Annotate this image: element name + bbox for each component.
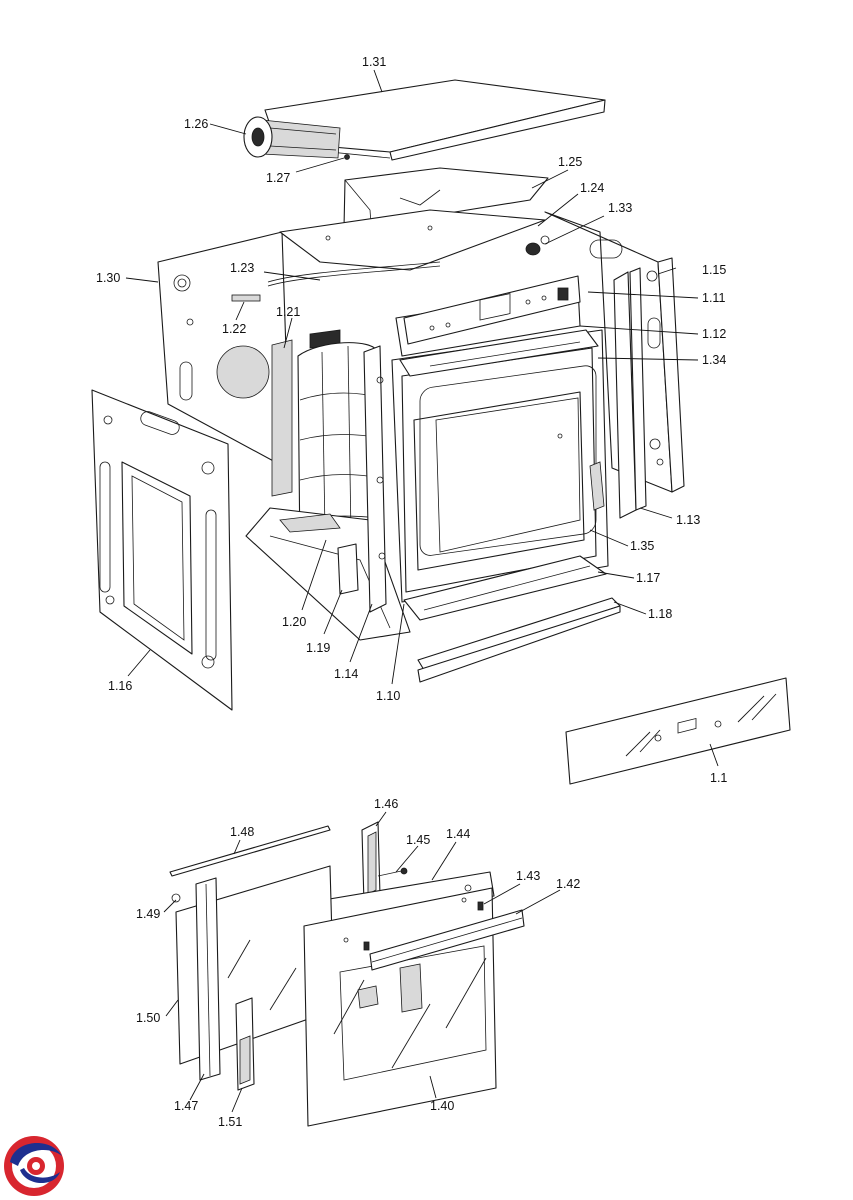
label-1-49: 1.49 (136, 907, 160, 921)
part-1-43-handle-screw (343, 897, 484, 951)
part-1-51-door-hinge (235, 997, 255, 1091)
swirl-logo-icon (4, 1136, 64, 1196)
label-1-13: 1.13 (676, 513, 700, 527)
leader-lines (125, 69, 719, 1113)
label-1-27: 1.27 (266, 171, 290, 185)
label-1-26: 1.26 (184, 117, 208, 131)
part-1-35-door-seal (419, 365, 597, 556)
label-1-30: 1.30 (96, 271, 120, 285)
label-1-42: 1.42 (556, 877, 580, 891)
part-1-48-door-top-trim (169, 825, 331, 877)
part-1-24-inner-top-plate (279, 209, 546, 271)
part-1-14-left-frame-rail (363, 345, 387, 613)
label-1-45: 1.45 (406, 833, 430, 847)
label-1-48: 1.48 (230, 825, 254, 839)
label-1-47: 1.47 (174, 1099, 198, 1113)
part-1-46-hinge (361, 821, 381, 905)
part-1-16-side-cover (91, 389, 233, 711)
label-1-40: 1.40 (430, 1099, 454, 1113)
part-1-17-bottom-panel (403, 555, 607, 621)
label-1-18: 1.18 (648, 607, 672, 621)
label-1-21: 1.21 (276, 305, 300, 319)
part-1-47-door-side-profile (195, 877, 221, 1081)
part-1-40-outer-door-glass (303, 887, 497, 1127)
label-1-12: 1.12 (702, 327, 726, 341)
part-1-19-bracket (337, 543, 359, 595)
part-1-42-door-handle (369, 909, 525, 971)
label-1-20: 1.20 (282, 615, 306, 629)
part-1-18-bottom-rail (417, 597, 621, 683)
part-1-23-gasket (267, 261, 441, 287)
label-1-35: 1.35 (630, 539, 654, 553)
part-1-1-control-glass-panel (565, 677, 791, 785)
label-1-24: 1.24 (580, 181, 604, 195)
label-1-14: 1.14 (334, 667, 358, 681)
label-1-43: 1.43 (516, 869, 540, 883)
label-1-50: 1.50 (136, 1011, 160, 1025)
part-1-34-vent-strip (399, 329, 599, 377)
label-1-15: 1.15 (702, 263, 726, 277)
label-1-22: 1.22 (222, 322, 246, 336)
part-1-45-pin (377, 867, 408, 877)
label-1-33: 1.33 (608, 201, 632, 215)
label-1-44: 1.44 (446, 827, 470, 841)
label-1-23: 1.23 (230, 261, 254, 275)
part-1-10-oven-cavity (391, 329, 609, 603)
label-1-10: 1.10 (376, 689, 400, 703)
label-1-46: 1.46 (374, 797, 398, 811)
part-1-49-glass-clip (171, 893, 181, 903)
part-1-26-cooling-fan (243, 116, 341, 159)
label-1-17: 1.17 (636, 571, 660, 585)
label-1-16: 1.16 (108, 679, 132, 693)
label-1-19: 1.19 (306, 641, 330, 655)
label-1-31: 1.31 (362, 55, 386, 69)
part-1-22-spring (231, 294, 261, 302)
label-1-25: 1.25 (558, 155, 582, 169)
label-1-11: 1.11 (702, 291, 725, 305)
part-1-27-screw (344, 154, 350, 160)
part-1-11-control-board (403, 275, 581, 345)
part-1-13-right-frame-rail (589, 267, 647, 519)
label-1-34: 1.34 (702, 353, 726, 367)
part-1-33-oven-lamp (525, 235, 550, 256)
label-1-51: 1.51 (218, 1115, 242, 1129)
label-1-1: 1.1 (710, 771, 727, 785)
